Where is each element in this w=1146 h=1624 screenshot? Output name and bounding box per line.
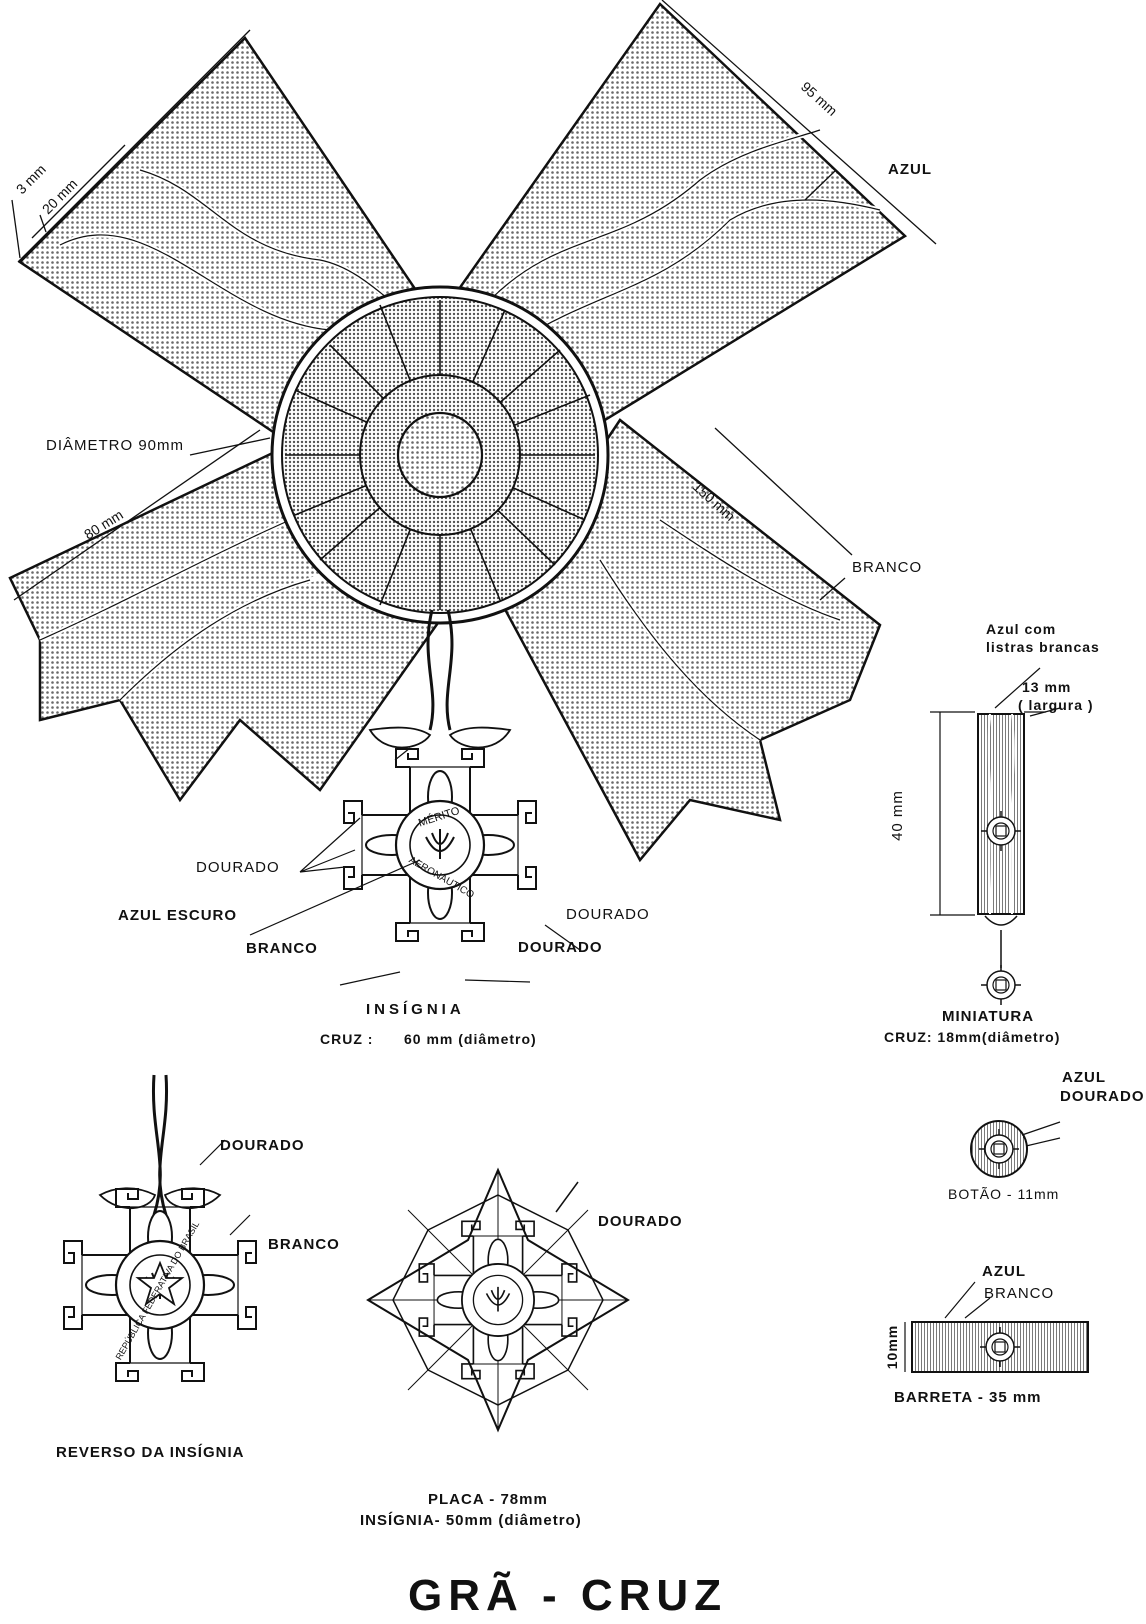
label-azul-escuro: AZUL ESCURO — [118, 907, 238, 924]
mini-caption-dim: CRUZ: 18mm(diâmetro) — [884, 1029, 1061, 1045]
sash-rosette — [8, 2, 908, 863]
reverso-caption: REVERSO DA INSÍGNIA — [56, 1444, 245, 1461]
reverso-dourado: DOURADO — [220, 1137, 305, 1154]
mini-width-1: 13 mm — [1022, 679, 1072, 695]
reverse-insignia — [62, 1074, 258, 1383]
reverso-branco: BRANCO — [268, 1236, 340, 1253]
barreta-branco: BRANCO — [984, 1285, 1055, 1302]
label-branco-insignia: BRANCO — [246, 940, 318, 957]
label-azul-ribbon: AZUL — [888, 161, 932, 178]
barreta-caption: BARRETA - 35 mm — [894, 1389, 1042, 1406]
botao-caption: BOTÃO - 11mm — [948, 1186, 1060, 1202]
placa-dourado: DOURADO — [598, 1213, 683, 1230]
placa-caption-1: PLACA - 78mm — [428, 1491, 548, 1508]
insignia-caption-title: INSÍGNIA — [366, 1001, 465, 1018]
label-diametro: DIÂMETRO 90mm — [46, 437, 185, 454]
ribbon-dimensions — [11, 0, 937, 601]
button-rosette — [970, 1120, 1061, 1178]
barreta-height: 10mm — [884, 1324, 901, 1370]
botao-dourado: DOURADO — [1060, 1088, 1145, 1105]
barreta-azul: AZUL — [982, 1263, 1026, 1280]
insignia-drawing — [342, 726, 538, 943]
rosette-center — [396, 411, 484, 499]
botao-azul: AZUL — [1062, 1069, 1106, 1086]
mini-height: 40 mm — [888, 790, 906, 841]
mini-stripe-label-2: listras brancas — [986, 639, 1100, 655]
page-title: GRÃ - CRUZ — [408, 1571, 728, 1620]
insignia-caption-dim: 60 mm (diâmetro) — [404, 1031, 537, 1047]
label-dourado-left: DOURADO — [196, 859, 280, 876]
mini-width-2: ( largura ) — [1018, 697, 1094, 713]
insignia-leaders — [249, 747, 581, 986]
mini-stripe-label-1: Azul com — [986, 621, 1057, 637]
plaque-star — [366, 1167, 630, 1433]
mini-caption-title: MINIATURA — [942, 1008, 1035, 1025]
label-dourado-right: DOURADO — [566, 906, 650, 923]
dim-3mm: 3 mm — [13, 161, 49, 197]
label-dourado-bottom: DOURADO — [518, 939, 603, 956]
miniature-ribbon — [930, 667, 1061, 1006]
bar-ribbon — [904, 1281, 1089, 1373]
dim-95mm: 95 mm — [798, 78, 841, 119]
placa-caption-2: INSÍGNIA- 50mm (diâmetro) — [360, 1512, 582, 1529]
insignia-caption-cruz: CRUZ : — [320, 1031, 374, 1047]
label-branco-ribbon: BRANCO — [852, 559, 923, 576]
